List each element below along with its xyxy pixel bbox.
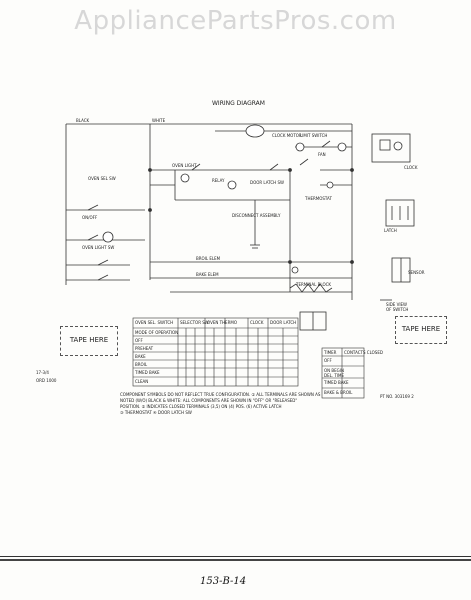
tape-box-right: TAPE HERE bbox=[395, 316, 447, 344]
side-table-header-0: TIMER bbox=[324, 350, 337, 355]
switch-table-row-2: PREHEAT bbox=[135, 346, 154, 351]
diagram-title: WIRING DIAGRAM bbox=[212, 100, 265, 107]
tape-label-right: TAPE HERE bbox=[401, 325, 441, 333]
label-terminal-block: TERMINAL BLOCK bbox=[296, 282, 332, 287]
bottom-rule-2 bbox=[0, 559, 471, 561]
switch-table-row-3: BAKE bbox=[135, 354, 146, 359]
label-disconnect: DISCONNECT ASSEMBLY bbox=[232, 213, 281, 218]
label-sensor: SENSOR bbox=[408, 270, 425, 275]
label-fan: FAN bbox=[318, 152, 326, 157]
label-white: WHITE bbox=[152, 118, 166, 123]
side-table-row-1: ON BEGIN bbox=[324, 368, 344, 373]
label-bake: BAKE ELEM bbox=[196, 272, 219, 277]
note-line-1: NOTED (W/O) BLACK & WHITE: ALL COMPONENT… bbox=[120, 398, 298, 403]
switch-table-row-4: BROIL bbox=[135, 362, 148, 367]
label-oven-light-sw: OVEN LIGHT SW bbox=[82, 245, 115, 250]
tape-box-left: TAPE HERE bbox=[60, 326, 118, 356]
label-side-view: SIDE VIEW bbox=[386, 302, 407, 307]
label-door-latch-sw: DOOR LATCH SW bbox=[250, 180, 284, 185]
switch-table-row-5: TIMED BAKE bbox=[135, 370, 160, 375]
label-thermostat: THERMOSTAT bbox=[305, 196, 332, 201]
tape-label-left: TAPE HERE bbox=[69, 336, 109, 344]
note-line-0: COMPONENT SYMBOLS DO NOT REFLECT TRUE CO… bbox=[120, 392, 321, 397]
switch-table-title-4: DOOR LATCH bbox=[270, 320, 297, 325]
switch-table-row-1: OFF bbox=[135, 338, 143, 343]
label-broil: BROIL ELEM bbox=[196, 256, 221, 261]
watermark: AppliancePartsPros.com bbox=[74, 6, 397, 36]
switch-table-row-0: MODE OF OPERATION bbox=[135, 330, 179, 335]
label-limit-switch: LIMIT SWITCH bbox=[300, 133, 328, 138]
label-clock: CLOCK bbox=[404, 165, 418, 170]
side-table-row-4: BAKE & BROIL bbox=[324, 390, 353, 395]
switch-table-title-1: SELECTOR SW bbox=[180, 320, 209, 325]
bottom-rule-1 bbox=[0, 556, 471, 557]
side-table-row-3: TIMED BAKE bbox=[324, 380, 349, 385]
side-table-row-0: OFF bbox=[324, 358, 332, 363]
side-table-header-1: CONTACTS CLOSED bbox=[344, 350, 383, 355]
handwritten-code: 153-B-14 bbox=[200, 576, 247, 587]
left-margin-note-1: 17-3/4 bbox=[36, 370, 49, 375]
label-black: BLACK bbox=[76, 118, 90, 123]
label-on-off: ON/OFF bbox=[82, 215, 98, 220]
note-line-3: ③ THERMOSTAT ④ DOOR LATCH SW bbox=[120, 410, 192, 415]
label-clock-motor: CLOCK MOTOR bbox=[272, 133, 302, 138]
switch-table-row-6: CLEAN bbox=[135, 379, 149, 384]
label-latch: LATCH bbox=[384, 228, 397, 233]
label-oven-sel-sw: OVEN SEL SW bbox=[88, 176, 116, 181]
label-of-switch: OF SWITCH bbox=[386, 307, 409, 312]
side-table-row-2: DEL. TIME bbox=[324, 373, 344, 378]
label-relay: RELAY bbox=[212, 178, 225, 183]
note-line-2: POSITION. ② INDICATES CLOSED TERMINALS (… bbox=[120, 404, 282, 409]
part-number: PT NO. 303169 2 bbox=[380, 394, 414, 399]
switch-table-title-2: OVEN THERMO bbox=[207, 320, 237, 325]
switch-table-title-0: OVEN SEL. SWITCH bbox=[135, 320, 174, 325]
left-margin-note-2: ORD 1000 bbox=[36, 378, 57, 383]
label-oven-light: OVEN LIGHT bbox=[172, 163, 197, 168]
switch-table-title-3: CLOCK bbox=[250, 320, 264, 325]
